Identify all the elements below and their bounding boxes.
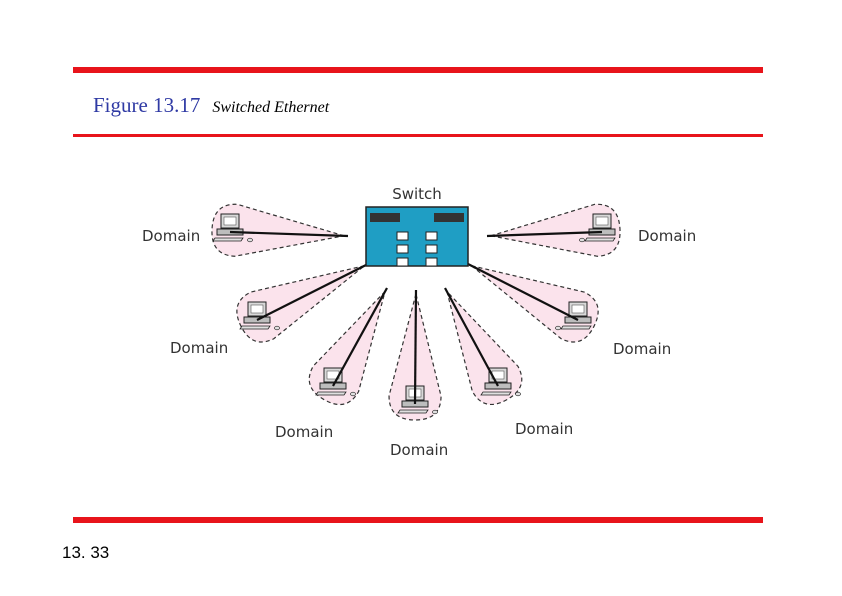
domain-label: Domain (275, 423, 333, 441)
domain-7 (490, 203, 621, 257)
switch-port (425, 231, 438, 241)
domain-region (490, 203, 621, 257)
slide-number: 13. 33 (62, 543, 110, 562)
switch-port (425, 244, 438, 254)
domain-label: Domain (170, 339, 228, 357)
switch-port (396, 244, 409, 254)
domain-label: Domain (390, 441, 448, 459)
domain-1 (211, 203, 345, 257)
ethernet-link (256, 263, 369, 321)
switch-port (425, 257, 438, 267)
domain-2 (236, 265, 365, 343)
domain-6 (471, 265, 599, 343)
figure-title: Figure 13.17 Switched Ethernet (93, 93, 329, 118)
ethernet-link (229, 230, 349, 238)
domain-region (211, 203, 345, 257)
ethernet-link (467, 263, 579, 321)
switch-label: Switch (392, 185, 442, 203)
switch-port (396, 231, 409, 241)
domain-label: Domain (638, 227, 696, 245)
ethernet-link (332, 287, 388, 387)
ethernet-link (444, 287, 499, 387)
figure-number: Figure 13.17 (93, 93, 201, 117)
top-red-rule (73, 67, 763, 73)
bottom-red-rule (73, 517, 763, 523)
title-underline-rule (73, 134, 763, 137)
domain-label: Domain (142, 227, 200, 245)
switch-indicator-left (370, 213, 400, 222)
ethernet-link (413, 289, 418, 405)
switch (365, 206, 469, 267)
domain-label: Domain (515, 420, 573, 438)
domain-label: Domain (613, 340, 671, 358)
ethernet-link (486, 230, 603, 238)
switch-port (396, 257, 409, 267)
switch-indicator-right (434, 213, 464, 222)
figure-caption: Switched Ethernet (212, 99, 330, 116)
domain-3 (308, 289, 387, 406)
domain-5 (445, 289, 523, 406)
